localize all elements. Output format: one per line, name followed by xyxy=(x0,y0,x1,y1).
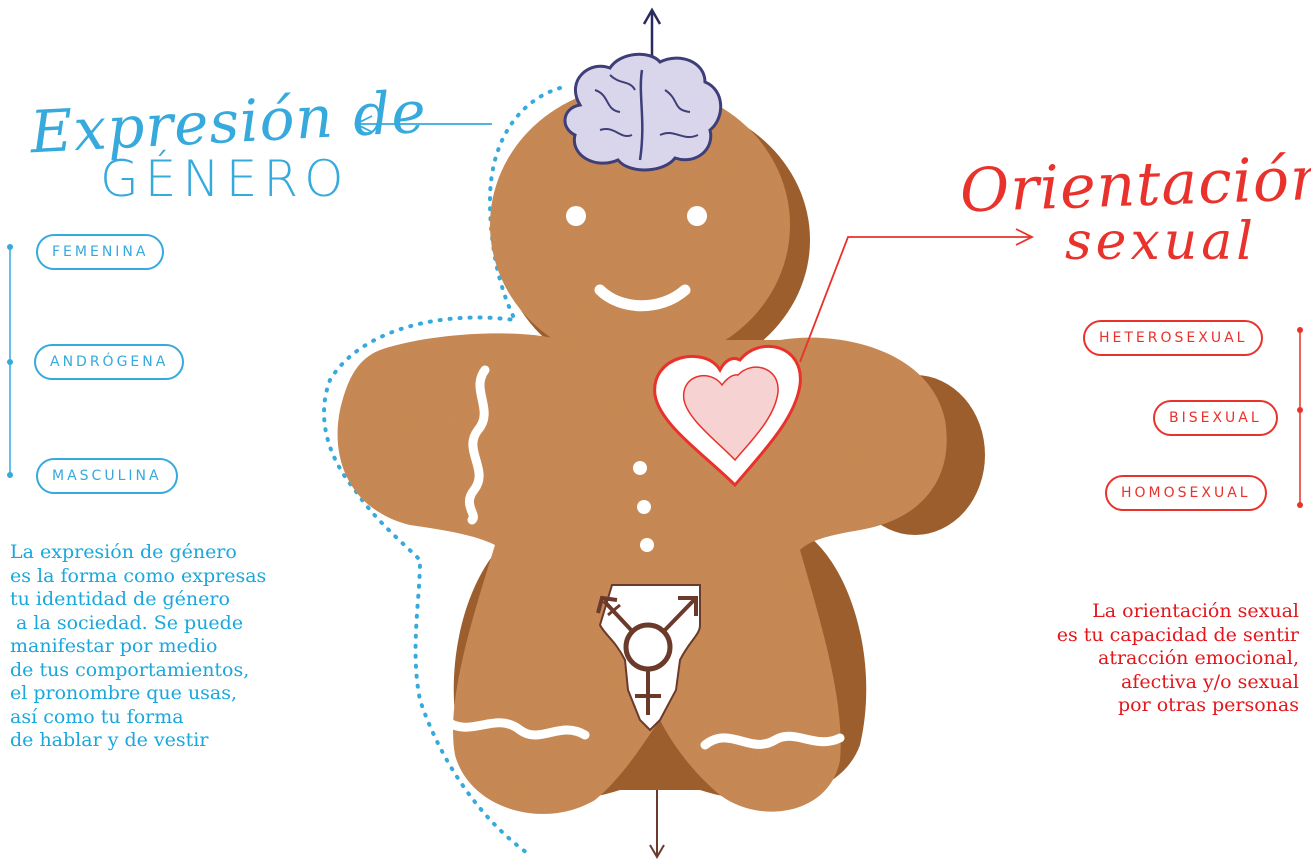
pill-androgena: ANDRÓGENA xyxy=(34,344,185,380)
heart-icon xyxy=(653,344,802,488)
description-line: manifestar por medio xyxy=(10,635,218,657)
left-eye xyxy=(566,206,586,226)
right-leg-icing xyxy=(700,731,845,750)
pill-homosexual: HOMOSEXUAL xyxy=(1105,475,1267,511)
description-line: por otras personas xyxy=(1118,694,1299,716)
description-line: así como tu forma xyxy=(10,705,184,728)
gender-expression-title-sub: GÉNERO xyxy=(100,150,350,208)
sexual-orientation-description: La orientación sexual es tu capacidad de… xyxy=(990,600,1299,718)
description-line: tu identidad de género xyxy=(10,588,230,610)
pill-bisexual: BISEXUAL xyxy=(1153,400,1278,436)
pill-heterosexual: HETEROSEXUAL xyxy=(1083,320,1264,356)
left-leg-icing xyxy=(440,715,590,740)
cookie-button xyxy=(640,538,654,552)
description-line: La expresión de género xyxy=(10,541,237,563)
cookie-body xyxy=(337,85,947,814)
description-line: La orientación sexual xyxy=(1092,600,1299,622)
description-line: de tus comportamientos, xyxy=(10,658,250,681)
smile xyxy=(594,284,691,312)
cookie-button xyxy=(637,500,651,514)
description-line: atracción emocional, xyxy=(1098,647,1299,669)
description-line: de hablar y de vestir xyxy=(10,729,209,751)
left-arm-icing xyxy=(464,365,490,525)
description-line: a la sociedad. Se puede xyxy=(10,611,244,634)
sexual-orientation-title-sub: sexual xyxy=(1065,212,1257,272)
brain-icon xyxy=(563,52,723,172)
heart-pointer xyxy=(799,228,1035,363)
right-eye xyxy=(687,206,707,226)
cookie-button xyxy=(633,461,647,475)
pill-masculina: MASCULINA xyxy=(36,458,178,494)
expression-scale xyxy=(7,244,13,478)
description-line: afectiva y/o sexual xyxy=(1120,670,1299,693)
description-line: es tu capacidad de sentir xyxy=(1056,623,1299,646)
description-line: el pronombre que usas, xyxy=(10,682,238,704)
expression-pointer xyxy=(353,115,492,133)
description-line: es la forma como expresas xyxy=(10,564,267,587)
pill-femenina: FEMENINA xyxy=(36,234,165,270)
orientation-scale xyxy=(1297,327,1303,508)
transgender-symbol-icon xyxy=(596,584,701,732)
gender-expression-description: La expresión de género es la forma como … xyxy=(10,541,310,753)
